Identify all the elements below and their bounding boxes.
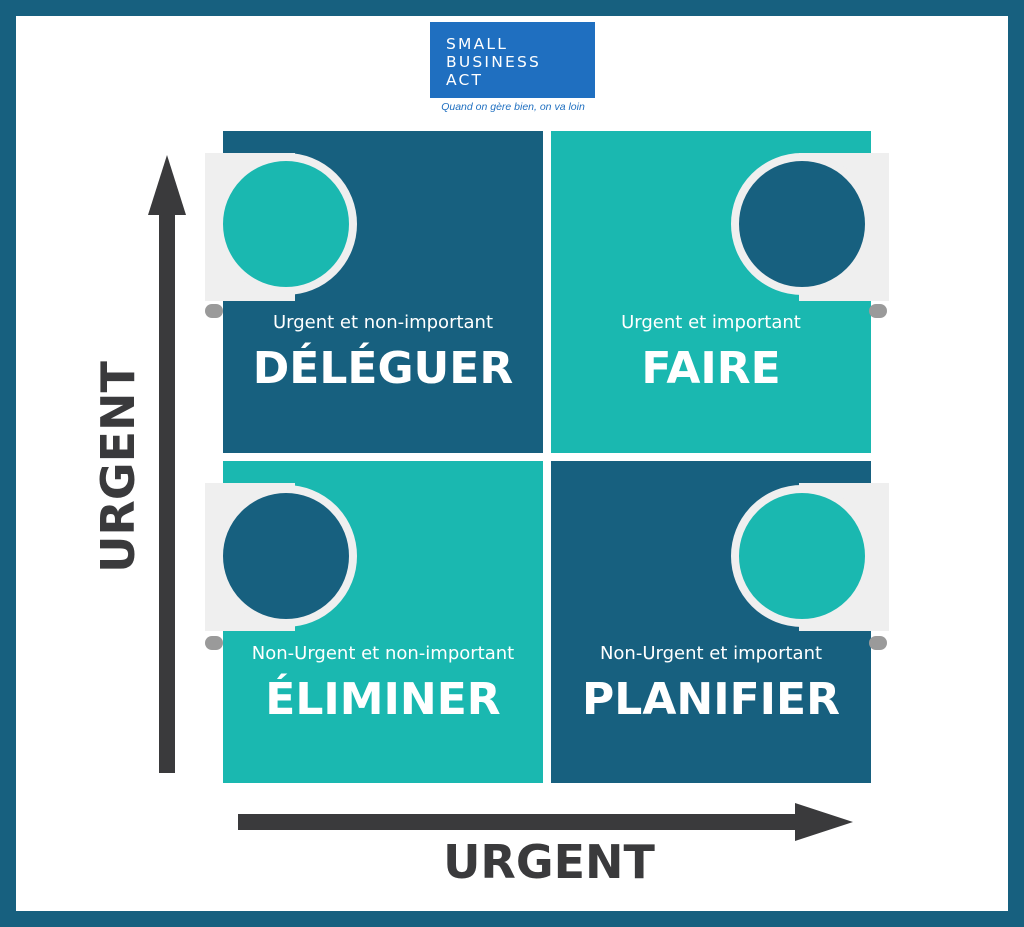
circle-icon <box>215 485 357 627</box>
logo-tagline: Quand on gère bien, on va loin <box>441 101 585 113</box>
tab-rail <box>205 304 223 318</box>
logo-line-2: BUSINESS <box>446 53 542 71</box>
quadrant-subtitle: Urgent et non-important <box>272 312 494 333</box>
quadrant-subtitle: Urgent et important <box>621 312 801 333</box>
quadrant-title: DÉLÉGUER <box>252 343 514 394</box>
circle-icon <box>215 153 357 295</box>
quadrant-faire: Urgent et important FAIRE <box>551 131 889 453</box>
horizontal-arrow-head-icon <box>795 803 853 841</box>
quadrant-title: ÉLIMINER <box>265 674 501 725</box>
tab-rail <box>869 636 887 650</box>
quadrant-title: PLANIFIER <box>582 674 840 725</box>
quadrant-eliminer: Non-Urgent et non-important ÉLIMINER <box>205 461 543 783</box>
vertical-arrow-shaft <box>159 210 175 773</box>
quadrant-planifier: Non-Urgent et important PLANIFIER <box>551 461 889 783</box>
quadrant-subtitle: Non-Urgent et non-important <box>251 643 515 664</box>
quadrant-deleguer: Urgent et non-important DÉLÉGUER <box>205 131 543 453</box>
horizontal-arrow-shaft <box>238 814 798 830</box>
quadrant-title: FAIRE <box>641 343 781 394</box>
horizontal-axis-label: URGENT <box>443 835 655 889</box>
circle-icon <box>731 485 873 627</box>
vertical-axis-label: URGENT <box>91 361 145 573</box>
circle-icon <box>731 153 873 295</box>
logo: SMALL BUSINESS ACT <box>430 22 595 98</box>
logo-line-1: SMALL <box>446 35 509 53</box>
logo-line-3: ACT <box>446 71 484 89</box>
tab-rail <box>869 304 887 318</box>
quadrant-subtitle: Non-Urgent et important <box>599 643 823 664</box>
vertical-arrow-head-icon <box>148 155 186 215</box>
tab-rail <box>205 636 223 650</box>
